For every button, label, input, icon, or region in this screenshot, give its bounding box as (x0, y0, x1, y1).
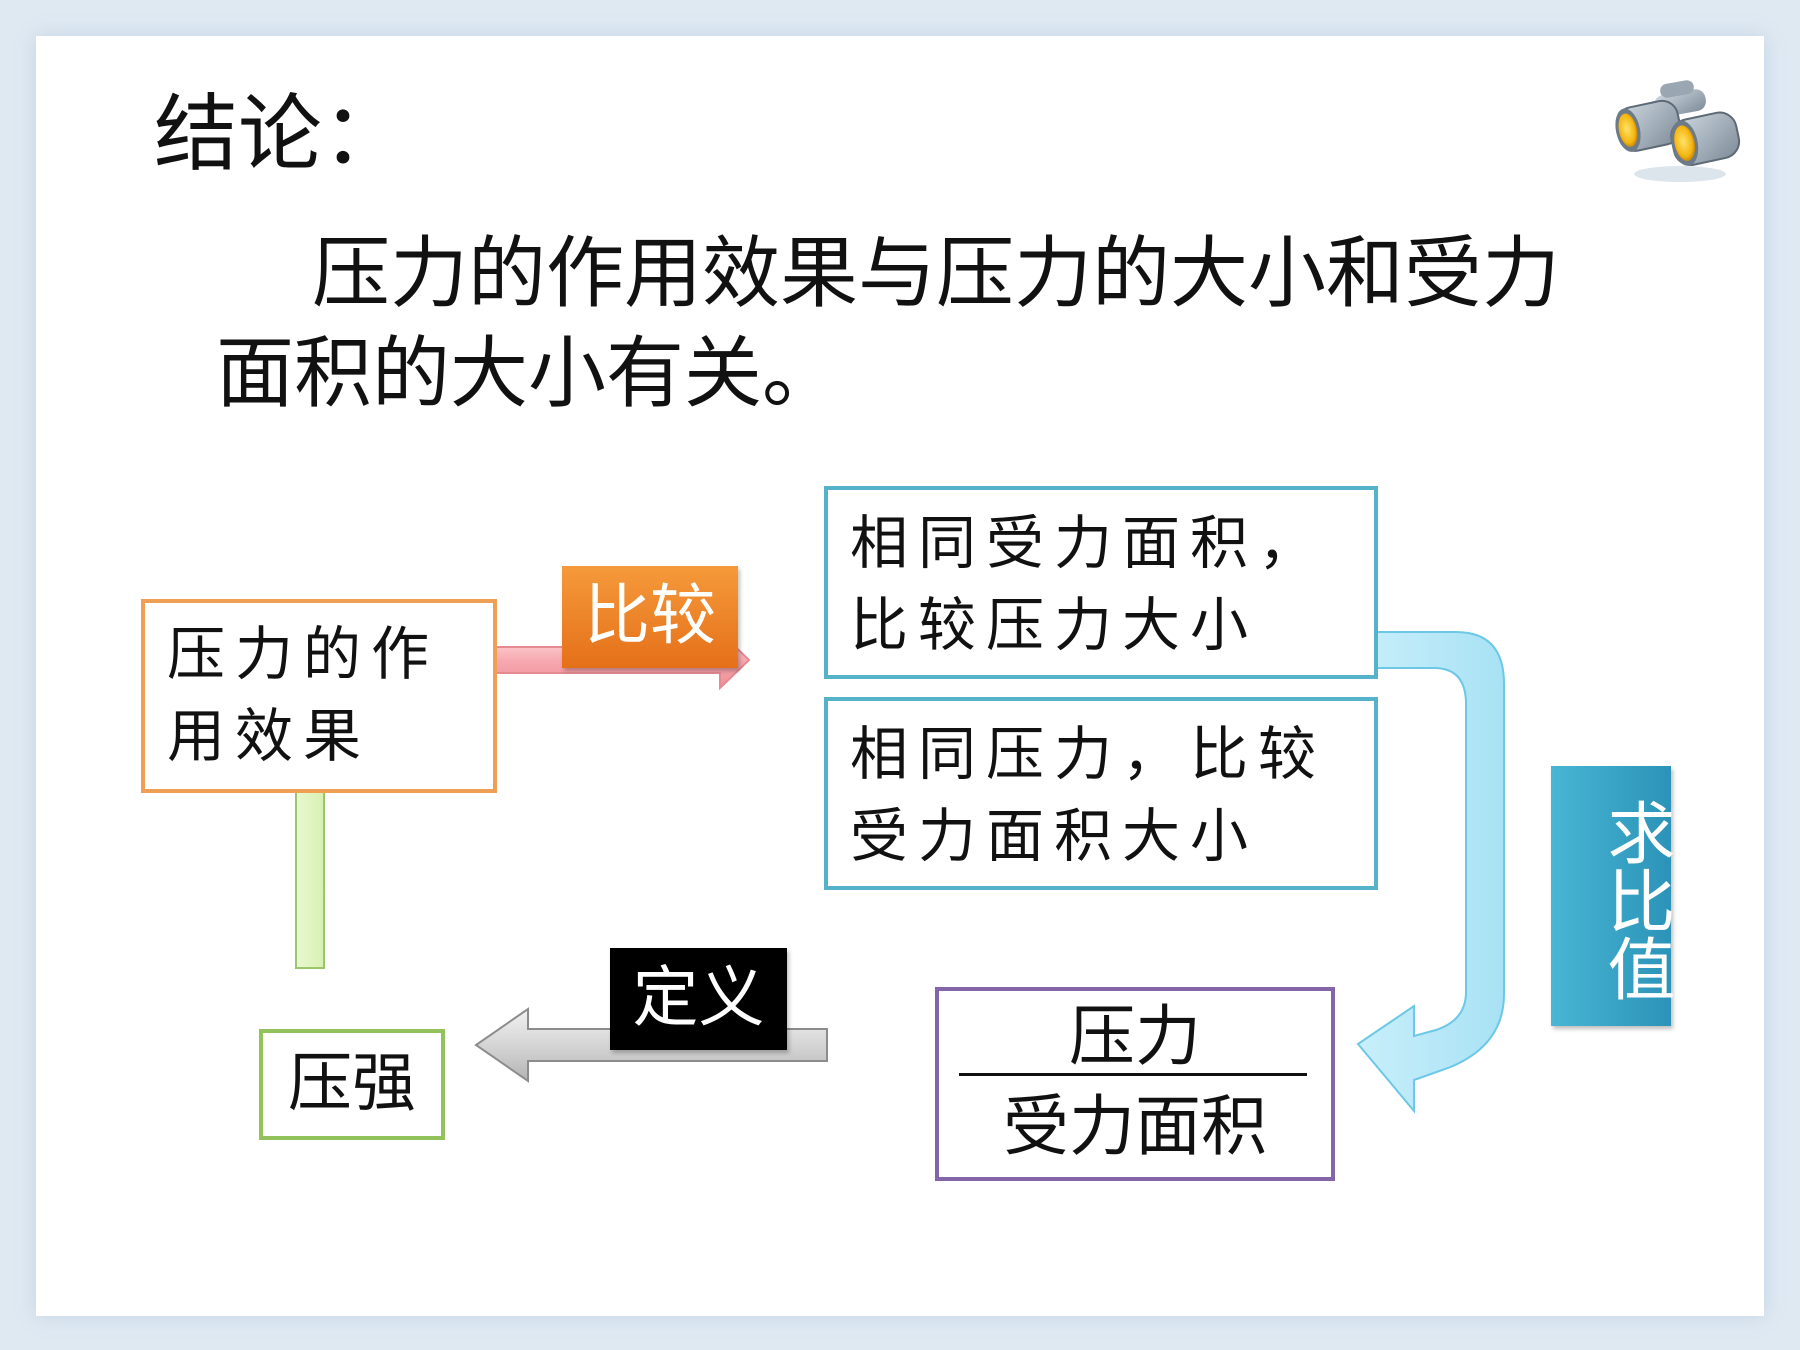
same-area-box: 相同受力面积， 比较压力大小 (824, 486, 1378, 679)
ratio-tag: 求比值 (1551, 766, 1674, 1026)
slide-title: 结论： (154, 85, 407, 183)
effect-box: 压力的作 用效果 (141, 599, 497, 793)
fraction-line (959, 1073, 1307, 1076)
binoculars-icon (1615, 80, 1741, 182)
conclusion-text: 压力的作用效果与压力的大小和受力面积的大小有关。 (216, 229, 1561, 419)
pressure-box: 压强 (259, 1029, 445, 1140)
same-area-box-text: 相同受力面积， 比较压力大小 (850, 509, 1327, 659)
formula-denominator: 受力面积 (1003, 1088, 1267, 1165)
same-force-box-text: 相同压力，比较 受力面积大小 (850, 720, 1327, 870)
effect-box-text: 压力的作 用效果 (167, 620, 440, 770)
formula-box: 压力 受力面积 (935, 987, 1335, 1181)
formula-numerator: 压力 (1069, 998, 1201, 1075)
ratio-curved-arrow (1341, 631, 1505, 1114)
same-force-box: 相同压力，比较 受力面积大小 (824, 697, 1378, 890)
slide: 结论： 压力的作用效果与压力的大小和受力面积的大小有关。 (36, 36, 1764, 1316)
define-tag: 定义 (610, 948, 787, 1050)
compare-tag: 比较 (562, 566, 738, 668)
